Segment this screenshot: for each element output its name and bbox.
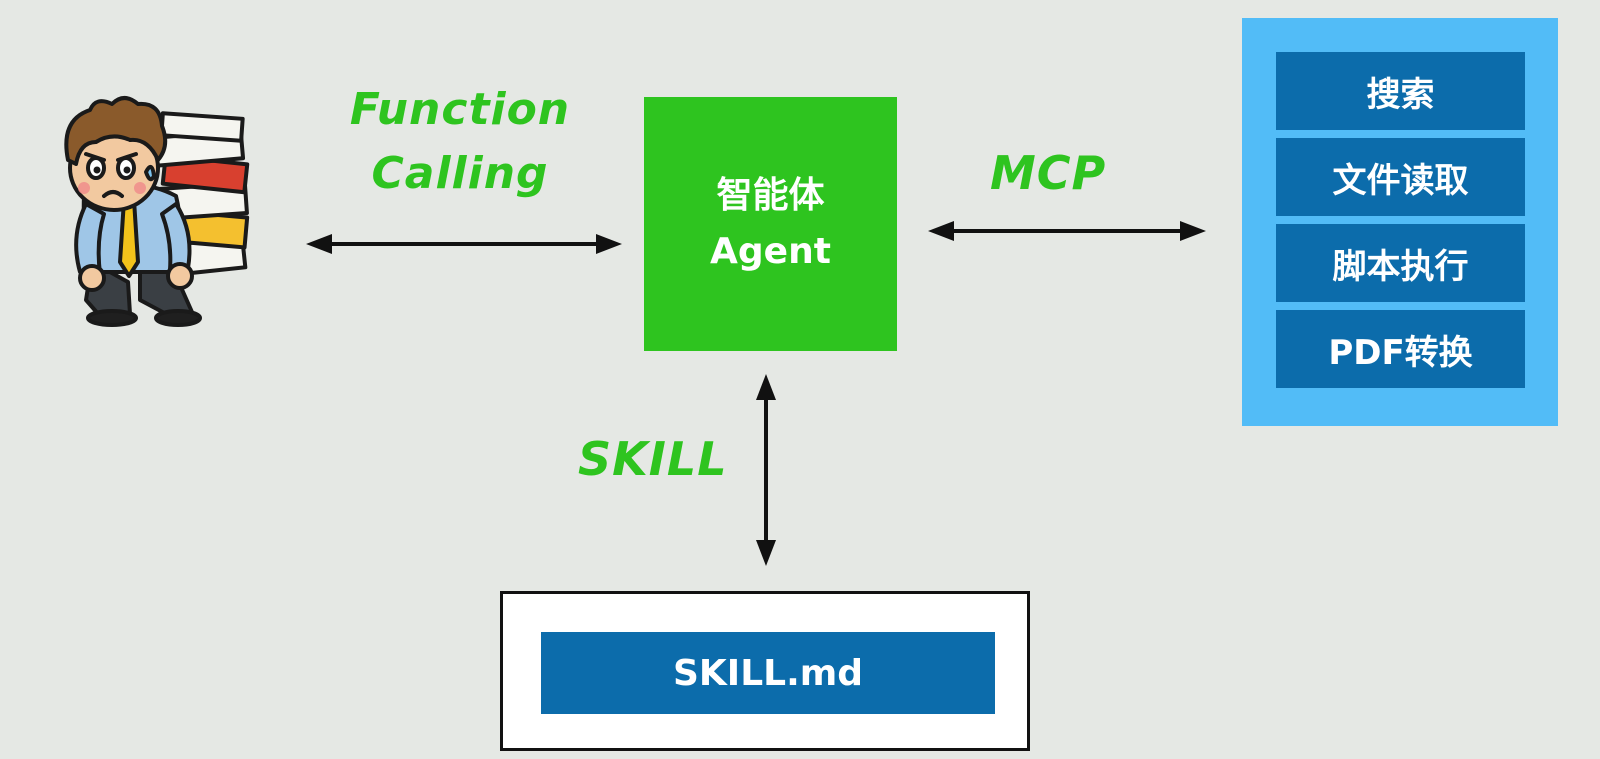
skill-file-container: SKILL.md — [500, 591, 1030, 751]
mcp-arrow — [928, 221, 1206, 241]
skill-arrow — [756, 374, 776, 566]
tool-pdf-convert: PDF转换 — [1276, 310, 1525, 388]
worker-body — [64, 96, 202, 327]
tool-script-exec: 脚本执行 — [1276, 224, 1525, 302]
function-calling-label: Function Calling — [340, 78, 580, 206]
function-calling-arrow — [306, 234, 622, 254]
skill-label: SKILL — [578, 432, 728, 486]
tool-file-read: 文件读取 — [1276, 138, 1525, 216]
agent-title-cn: 智能体 — [716, 175, 825, 216]
mcp-label: MCP — [990, 146, 1107, 200]
tool-search: 搜索 — [1276, 52, 1525, 130]
skill-file-node: SKILL.md — [541, 632, 995, 714]
function-calling-label-line1: Function — [349, 84, 571, 135]
agent-title-en: Agent — [710, 231, 831, 272]
tools-panel: 搜索 文件读取 脚本执行 PDF转换 — [1242, 18, 1558, 426]
agent-node: 智能体 Agent — [644, 97, 897, 351]
function-calling-label-line2: Calling — [371, 148, 549, 199]
